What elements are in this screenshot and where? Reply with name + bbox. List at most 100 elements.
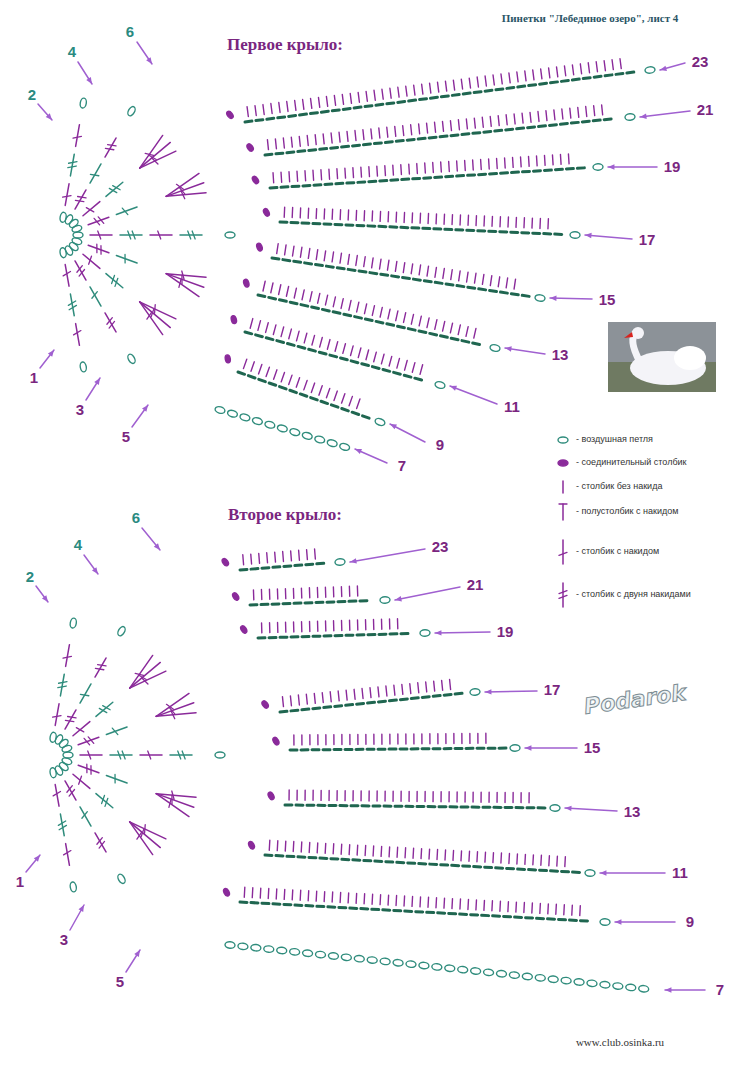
chain-loop (550, 805, 560, 812)
chain-dash (302, 635, 309, 638)
arrow-head (550, 295, 557, 300)
stitch-symbol (96, 702, 113, 716)
single-crochet (290, 696, 291, 706)
stitch-bar (97, 838, 102, 845)
single-crochet (406, 86, 407, 96)
chain-dash (270, 186, 277, 189)
single-crochet (339, 892, 341, 902)
swan-beak (624, 332, 633, 338)
chain-dash (457, 174, 464, 177)
single-crochet (309, 842, 311, 852)
arrow-head (48, 350, 54, 357)
stitch-bar (107, 318, 112, 325)
single-crochet (291, 137, 292, 147)
stitch-symbol (106, 274, 123, 288)
stitch-bar (112, 275, 115, 283)
single-crochet (554, 110, 555, 120)
single-crochet (531, 218, 533, 228)
chain-loop (535, 294, 546, 302)
stitch-bar (68, 717, 76, 718)
single-crochet (259, 364, 262, 373)
chain-loop (483, 969, 494, 976)
leader-arrow (608, 166, 657, 168)
single-crochet (332, 844, 334, 854)
chain-dash (358, 180, 365, 183)
single-crochet (296, 378, 299, 387)
chain-dash (488, 747, 495, 750)
chain-dash (245, 332, 252, 334)
single-crochet (277, 622, 279, 632)
chain-dash (280, 710, 287, 714)
chain-dash (390, 225, 397, 228)
arrow-head (154, 543, 160, 550)
row-number: 6 (132, 510, 140, 527)
chain-dash (420, 97, 427, 101)
single-crochet (380, 846, 382, 856)
stitch-bar (102, 795, 105, 803)
chain-dash (365, 319, 372, 321)
single-crochet (520, 793, 522, 803)
stitch-symbol (55, 785, 59, 807)
stitch-symbol (73, 774, 90, 788)
single-crochet (272, 173, 274, 183)
chain-dash (313, 706, 320, 710)
single-crochet (522, 113, 523, 123)
arrow-head (435, 630, 441, 635)
stitch-symbol (90, 234, 112, 236)
single-crochet (443, 269, 444, 279)
single-crochet (380, 259, 381, 269)
chain-dash (316, 264, 323, 265)
single-crochet (430, 83, 431, 93)
leader-arrow (86, 378, 100, 400)
single-crochet (467, 215, 469, 225)
stitch-bar (113, 186, 120, 190)
chain-loop (214, 406, 225, 415)
single-crochet (394, 685, 395, 695)
stitch-bar (68, 166, 76, 168)
stitch-bar (69, 305, 76, 309)
single-crochet (480, 159, 482, 169)
wing-heading: Первое крыло: (227, 36, 343, 55)
slip-stitch (267, 791, 275, 800)
stitch-bar (73, 136, 81, 138)
chain-dash (446, 284, 453, 285)
single-crochet (326, 96, 327, 106)
chain-dash (555, 168, 562, 171)
chain-dash (357, 633, 364, 636)
stitch-bar (82, 812, 87, 819)
single-crochet (338, 691, 339, 701)
single-crochet (312, 170, 314, 180)
single-crochet (411, 314, 413, 324)
single-crochet (341, 735, 342, 745)
chain-dash (340, 804, 347, 807)
stitch-symbol (562, 540, 564, 564)
single-crochet (281, 372, 284, 381)
single-crochet (267, 140, 268, 150)
stitch-bar (192, 231, 195, 239)
single-crochet (504, 792, 506, 802)
single-crochet (419, 316, 421, 326)
single-crochet (456, 792, 458, 802)
stitch-bar (112, 728, 118, 734)
chain-dash (496, 87, 503, 91)
chain-dash (378, 700, 385, 704)
single-crochet (301, 622, 303, 632)
single-crochet (499, 901, 501, 911)
chain-dash (347, 181, 354, 184)
chain-loop (69, 618, 77, 629)
chain-dash (309, 349, 316, 351)
row-number: 13 (624, 804, 641, 821)
chain-dash (369, 180, 376, 183)
chain-dash (281, 185, 288, 188)
single-crochet (269, 589, 271, 599)
single-crochet (421, 734, 422, 744)
chain-dash (290, 390, 297, 392)
single-crochet (488, 792, 490, 802)
stitch-symbol (106, 727, 127, 735)
slip-stitch (240, 625, 248, 634)
chain-loop (276, 947, 287, 954)
chain-loop (367, 956, 378, 963)
chain-dash (298, 149, 305, 153)
chain-dash (319, 352, 326, 354)
chain-loop (645, 66, 656, 74)
